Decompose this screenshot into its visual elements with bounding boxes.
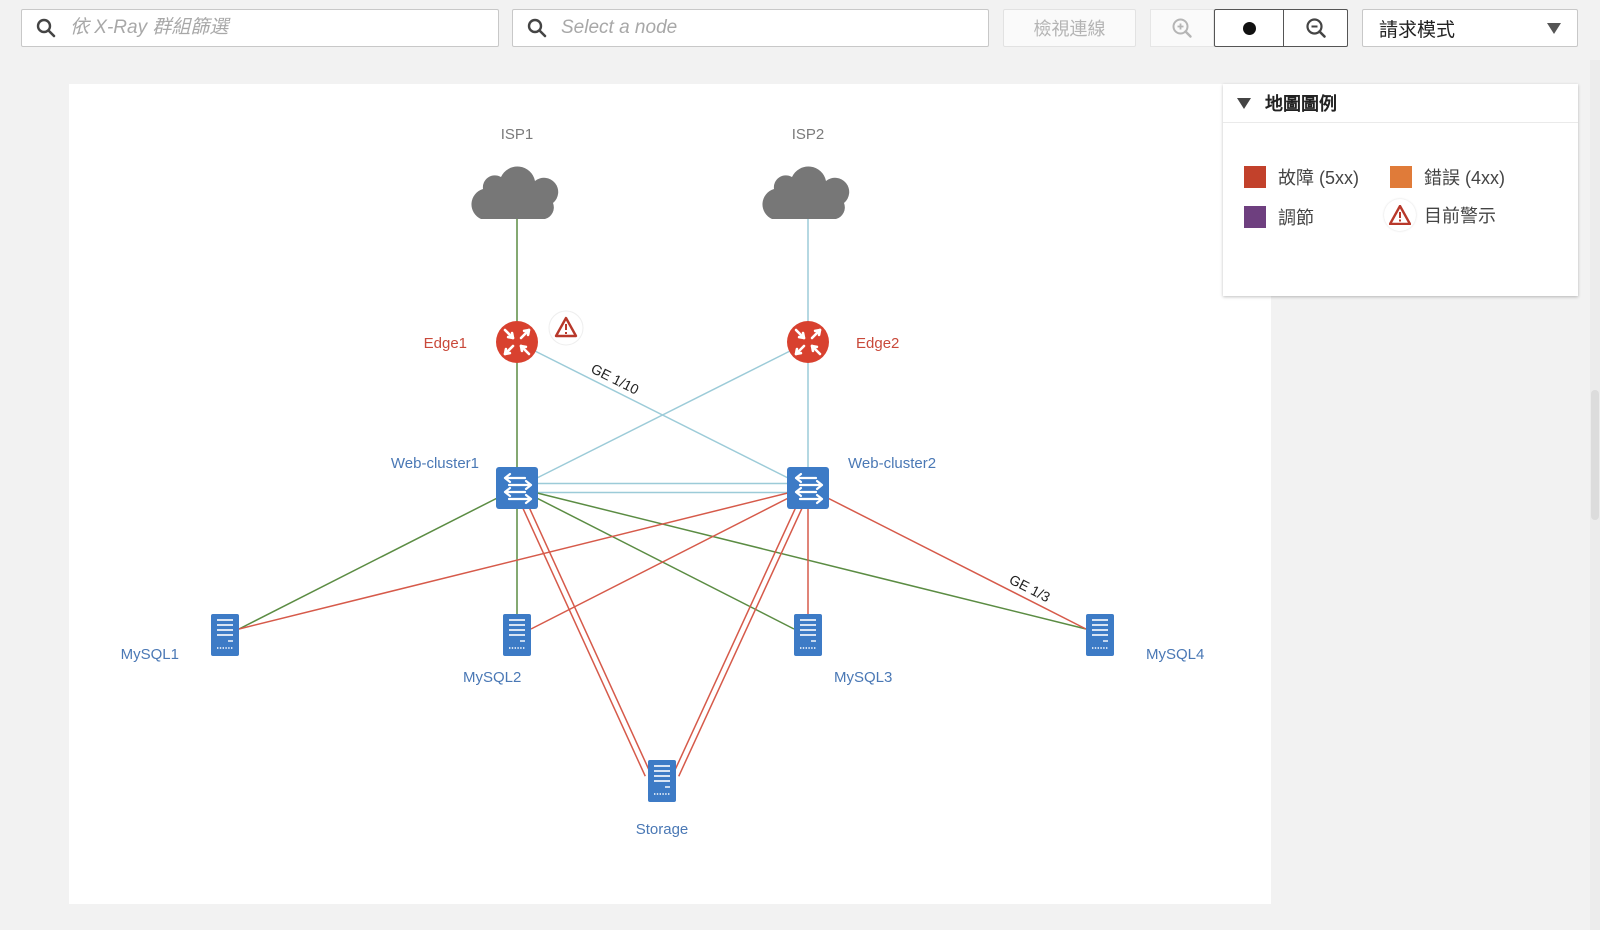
node-label: Edge2 [856,335,899,352]
caret-down-icon [1547,22,1561,34]
zoom-out-icon [1305,18,1326,38]
node-mysql4[interactable]: MySQL4 [1086,614,1204,663]
reset-zoom-button[interactable] [1214,9,1284,47]
link-web2-mysql1[interactable] [238,487,809,630]
node-select-field[interactable] [512,9,989,47]
fault-swatch [1244,166,1266,188]
zoom-in-button[interactable] [1150,9,1214,47]
node-select-input[interactable] [559,16,988,40]
node-edge1[interactable]: Edge1 [424,310,584,363]
node-label: ISP2 [792,126,825,143]
router-icon [787,321,829,363]
node-label: Storage [636,821,689,838]
node-edge2[interactable]: Edge2 [787,321,899,363]
link-web1-mysql1[interactable] [238,487,518,630]
link-web1-mysql3[interactable] [516,487,795,630]
legend-label: 目前警示 [1424,206,1496,226]
router-icon [496,321,538,363]
switch-icon [787,467,829,509]
map-legend: 地圖圖例 故障 (5xx) 錯誤 (4xx) 調節 目前警示 [1223,84,1578,296]
link-web2-storage[interactable] [672,486,806,775]
zoom-out-button[interactable] [1284,9,1348,47]
legend-label: 調節 [1278,208,1314,228]
zoom-in-icon [1172,18,1192,38]
alert-icon [1384,199,1416,231]
alert-icon[interactable] [548,310,584,346]
node-label: Web-cluster2 [848,455,936,472]
node-isp2[interactable]: ISP2 [762,126,850,219]
cloud-icon [762,166,850,219]
node-label: MySQL2 [463,669,521,686]
node-mysql1[interactable]: MySQL1 [121,614,239,663]
error-swatch [1390,166,1412,188]
link-web1-storage[interactable] [513,488,646,777]
switch-icon [496,467,538,509]
link-edge2-web1[interactable] [516,341,809,489]
cloud-icon [471,166,559,219]
zoom-controls [1150,9,1348,47]
legend-item-throttle: 調節 [1244,204,1314,230]
mode-select[interactable]: 請求模式 [1362,9,1578,47]
node-mysql2[interactable]: MySQL2 [463,614,531,686]
node-label: Edge1 [424,335,467,352]
toolbar: 檢視連線 請求模式 [0,0,1600,60]
group-filter-field[interactable] [21,9,499,47]
link-web2-mysql2[interactable] [530,487,809,630]
search-icon [36,18,56,38]
search-icon [527,18,547,38]
legend-label: 錯誤 (4xx) [1424,168,1505,188]
node-mysql3[interactable]: MySQL3 [794,614,892,686]
node-label: Web-cluster1 [391,455,479,472]
reset-dot-icon [1242,21,1256,35]
legend-item-alert: 目前警示 [1384,199,1496,231]
link-web1-mysql4[interactable] [516,487,1087,630]
node-web1[interactable]: Web-cluster1 [391,455,538,509]
node-label: ISP1 [501,126,534,143]
scrollbar-thumb[interactable] [1591,390,1599,520]
node-web2[interactable]: Web-cluster2 [787,455,936,509]
link-web1-storage[interactable] [519,486,652,775]
mode-select-value: 請求模式 [1379,19,1456,41]
group-filter-input[interactable] [68,16,498,40]
node-label: MySQL3 [834,669,892,686]
node-isp1[interactable]: ISP1 [471,126,559,219]
legend-item-error: 錯誤 (4xx) [1390,164,1505,190]
node-label: MySQL1 [121,646,179,663]
view-connections-button[interactable]: 檢視連線 [1003,9,1136,47]
legend-header[interactable]: 地圖圖例 [1223,84,1578,123]
link-web2-mysql4[interactable] [807,487,1087,630]
node-storage[interactable]: Storage [636,760,689,838]
link-web2-storage[interactable] [678,488,812,777]
node-label: MySQL4 [1146,646,1204,663]
collapse-triangle-icon[interactable] [1237,97,1251,109]
throttle-swatch [1244,206,1266,228]
legend-title: 地圖圖例 [1265,94,1337,114]
legend-label: 故障 (5xx) [1278,168,1359,188]
legend-item-fault: 故障 (5xx) [1244,164,1359,190]
